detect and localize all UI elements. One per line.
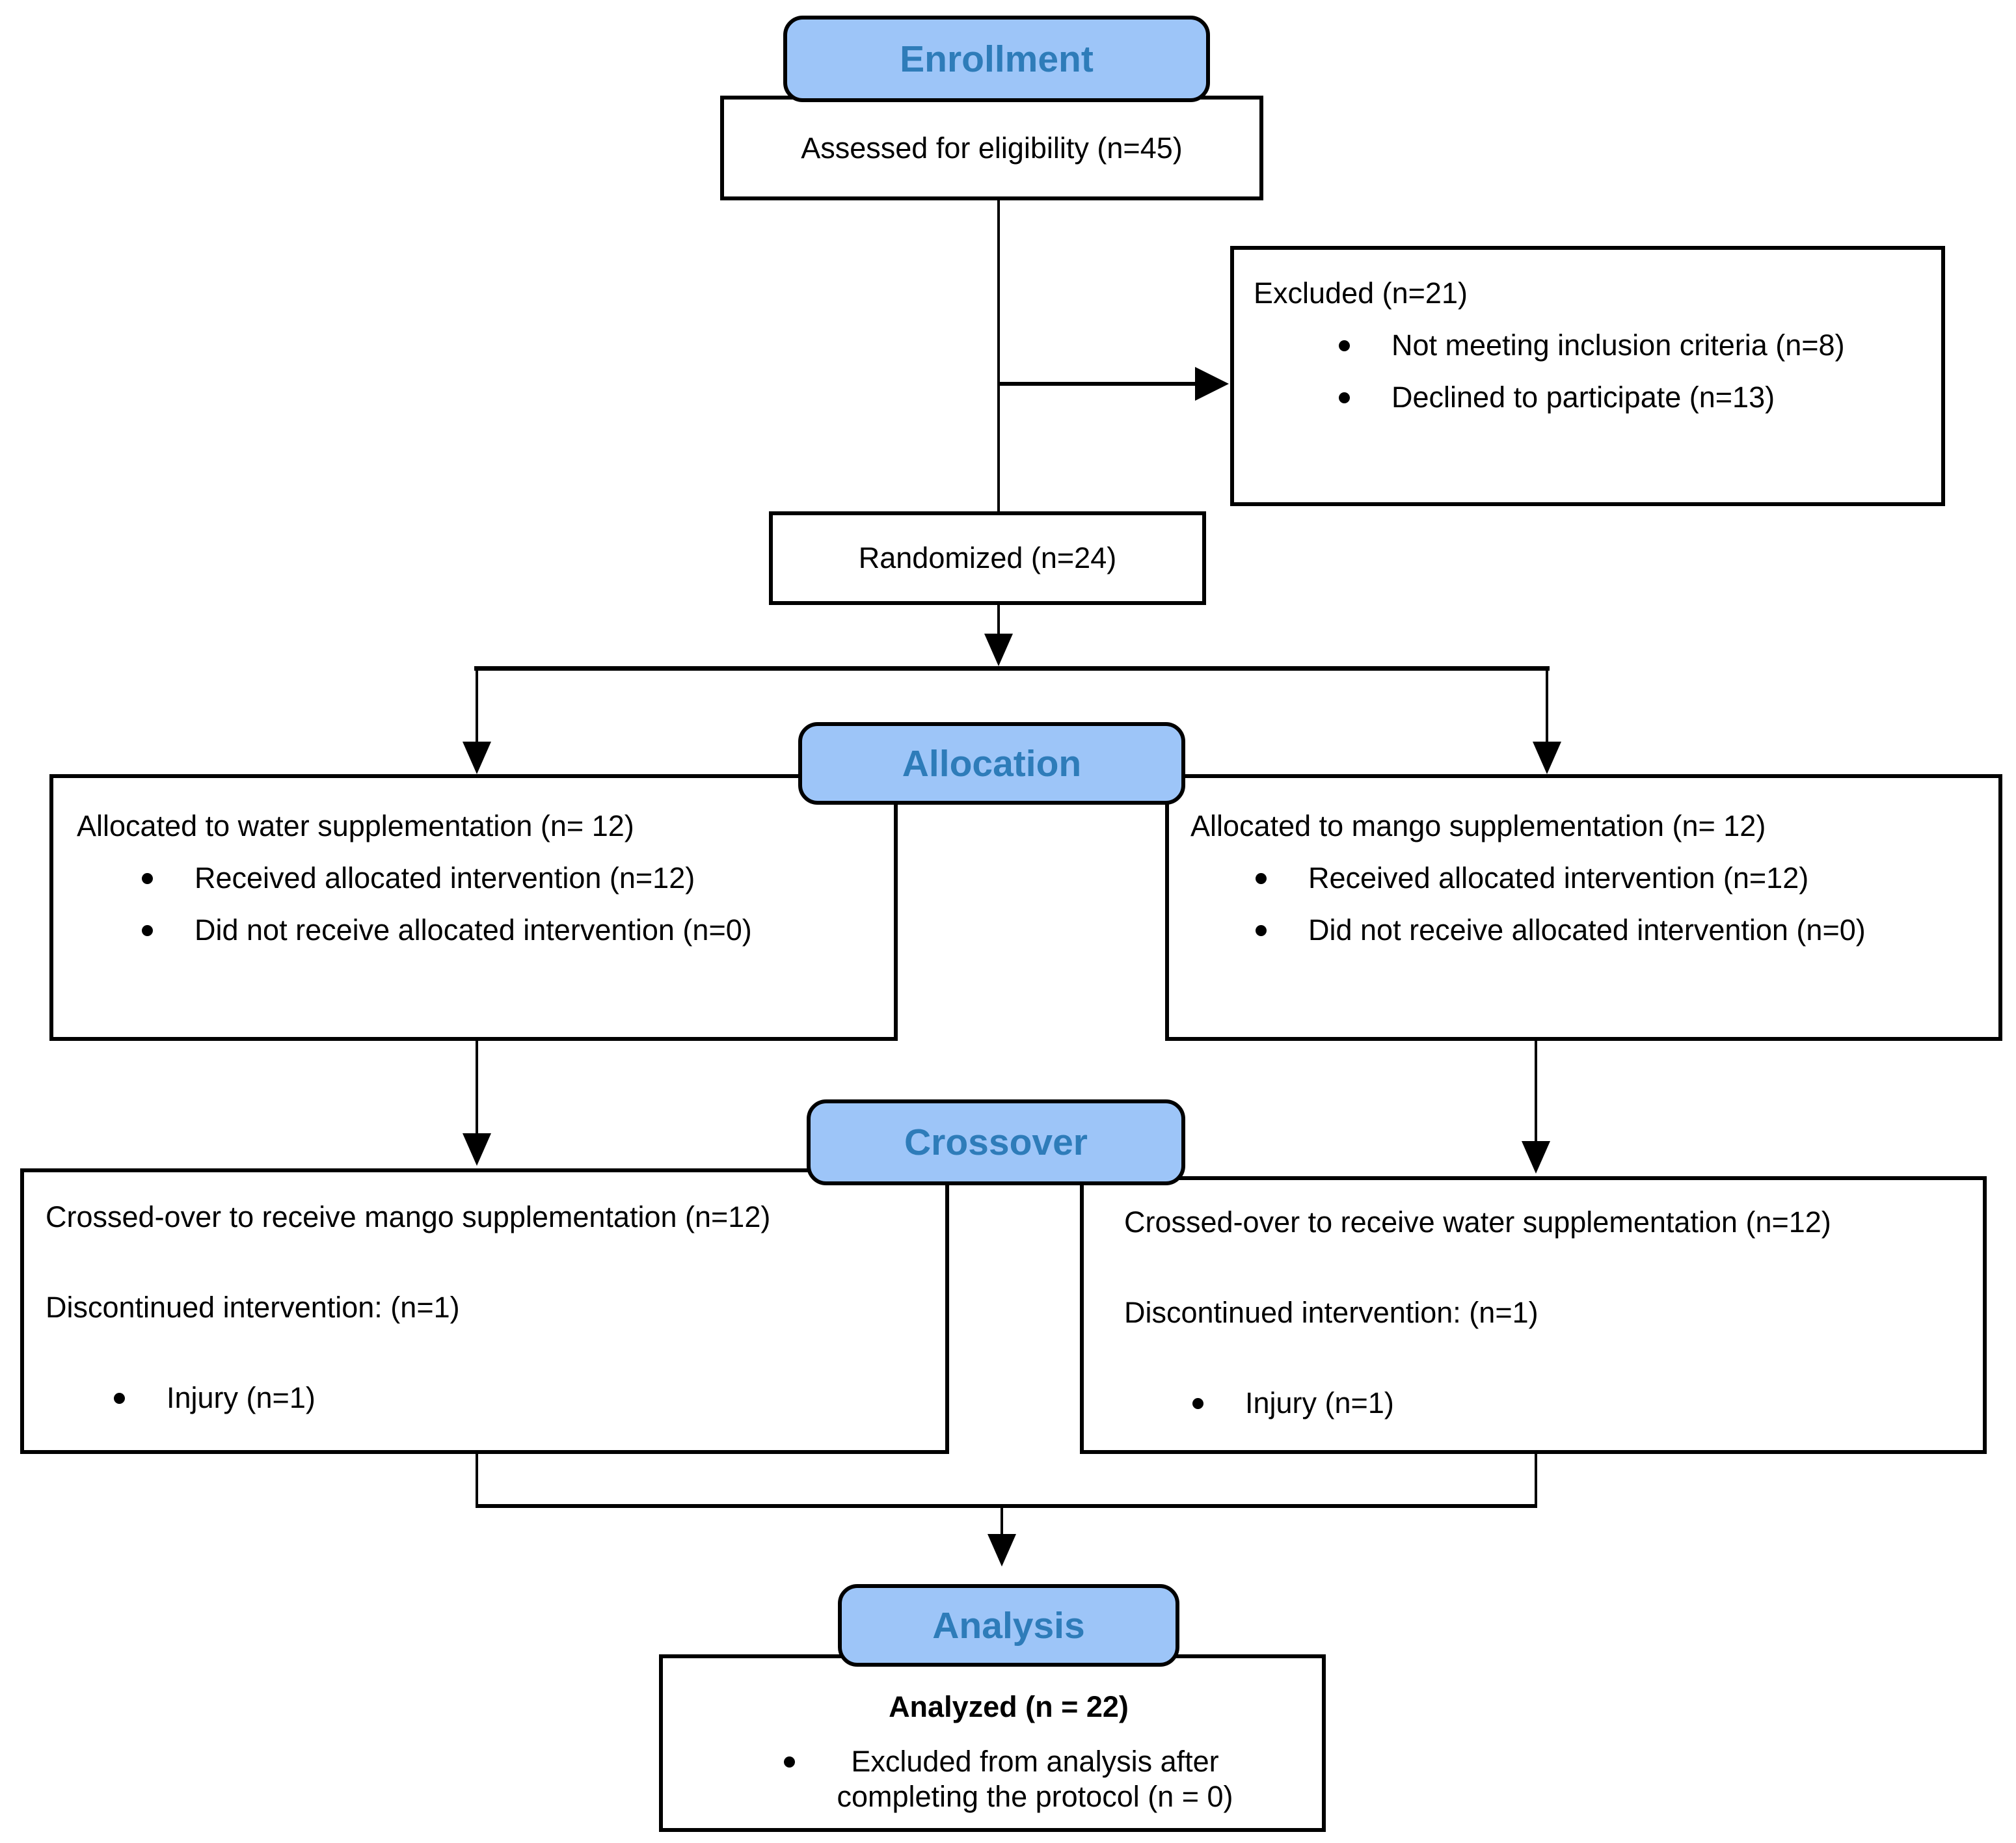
bullet-icon — [142, 924, 153, 936]
bullet-icon — [1339, 340, 1350, 351]
list-item: Declined to participate (n=13) — [1339, 380, 1925, 415]
bullet-icon — [114, 1392, 125, 1404]
box-excluded: Excluded (n=21) Not meeting inclusion cr… — [1230, 246, 1945, 506]
crossover-water-title: Crossed-over to receive water supplement… — [1124, 1205, 1831, 1239]
stage-header-analysis-label: Analysis — [932, 1604, 1085, 1647]
list-item: Not meeting inclusion criteria (n=8) — [1339, 328, 1925, 363]
connector-water-to-crossover — [476, 1041, 478, 1134]
list-item: Received allocated intervention (n=12) — [142, 861, 881, 896]
bullet-icon — [1256, 872, 1267, 884]
crossover-water-bullet-1: Injury (n=1) — [1245, 1386, 1394, 1419]
connector-merge-to-analysis — [1001, 1508, 1003, 1537]
allocated-mango-title: Allocated to mango supplementation (n= 1… — [1190, 809, 1766, 842]
allocated-mango-bullet-2: Did not receive allocated intervention (… — [1308, 913, 1866, 947]
box-analyzed: Analyzed (n = 22) Excluded from analysis… — [659, 1654, 1326, 1832]
bullet-icon — [1339, 392, 1350, 403]
bullet-icon — [1256, 924, 1267, 936]
connector-branch-to-excluded — [999, 382, 1195, 386]
box-assessed-eligibility: Assessed for eligibility (n=45) — [720, 96, 1263, 200]
list-item: Received allocated intervention (n=12) — [1256, 861, 1985, 896]
arrowhead-analysis-icon — [988, 1534, 1016, 1567]
connector-crossover-left-to-merge — [476, 1454, 478, 1508]
crossover-mango-title: Crossed-over to receive mango supplement… — [46, 1200, 771, 1233]
box-crossover-water: Crossed-over to receive water supplement… — [1080, 1176, 1987, 1454]
connector-fork-to-mango — [1546, 671, 1548, 742]
arrowhead-excluded-icon — [1195, 367, 1229, 401]
arrowhead-crossover-left-icon — [463, 1133, 491, 1166]
arrowhead-fork-icon — [984, 634, 1013, 666]
box-crossover-mango: Crossed-over to receive mango supplement… — [20, 1168, 949, 1454]
arrowhead-water-icon — [463, 742, 491, 774]
stage-header-analysis: Analysis — [838, 1584, 1179, 1667]
connector-randomized-to-fork — [997, 605, 1000, 636]
connector-mango-to-crossover — [1535, 1041, 1537, 1142]
box-allocated-water: Allocated to water supplementation (n= 1… — [49, 774, 898, 1041]
list-item: Excluded from analysis after completing … — [708, 1744, 1309, 1814]
connector-fork-to-water — [476, 671, 478, 742]
randomized-text: Randomized (n=24) — [858, 541, 1117, 574]
list-item: Injury (n=1) — [114, 1380, 932, 1416]
allocated-mango-bullet-1: Received allocated intervention (n=12) — [1308, 861, 1809, 895]
analyzed-bullet-text: Excluded from analysis after completing … — [837, 1744, 1233, 1814]
bullet-icon — [1192, 1397, 1203, 1409]
merge-bar — [476, 1504, 1537, 1508]
bullet-icon — [142, 872, 153, 884]
crossover-water-discontinued: Discontinued intervention: (n=1) — [1124, 1296, 1539, 1329]
arrowhead-crossover-right-icon — [1522, 1141, 1550, 1174]
analyzed-bullet-line-1: Excluded from analysis after — [851, 1745, 1219, 1778]
stage-header-enrollment: Enrollment — [783, 16, 1210, 102]
allocated-water-bullet-1: Received allocated intervention (n=12) — [195, 861, 695, 895]
stage-header-allocation: Allocation — [798, 722, 1185, 805]
box-allocated-mango: Allocated to mango supplementation (n= 1… — [1165, 774, 2002, 1041]
arrowhead-mango-icon — [1533, 742, 1561, 774]
analyzed-title: Analyzed (n = 22) — [889, 1690, 1129, 1723]
excluded-title: Excluded (n=21) — [1254, 276, 1468, 310]
assessed-text: Assessed for eligibility (n=45) — [801, 131, 1183, 165]
stage-header-allocation-label: Allocation — [902, 742, 1082, 785]
allocated-water-bullet-2: Did not receive allocated intervention (… — [195, 913, 752, 947]
crossover-mango-bullet-1: Injury (n=1) — [167, 1381, 316, 1414]
bullet-icon — [784, 1756, 796, 1768]
fork-bar — [474, 666, 1550, 671]
analyzed-bullet-line-2: completing the protocol (n = 0) — [837, 1780, 1233, 1813]
stage-header-crossover: Crossover — [807, 1099, 1185, 1185]
connector-assessed-to-randomized — [997, 200, 1000, 511]
excluded-bullet-1: Not meeting inclusion criteria (n=8) — [1391, 329, 1845, 362]
list-item: Injury (n=1) — [1192, 1386, 1970, 1421]
stage-header-crossover-label: Crossover — [904, 1122, 1088, 1163]
crossover-mango-discontinued: Discontinued intervention: (n=1) — [46, 1291, 460, 1324]
list-item: Did not receive allocated intervention (… — [142, 913, 881, 948]
connector-crossover-right-to-merge — [1535, 1454, 1537, 1508]
box-randomized: Randomized (n=24) — [769, 511, 1206, 605]
list-item: Did not receive allocated intervention (… — [1256, 913, 1985, 948]
allocated-water-title: Allocated to water supplementation (n= 1… — [77, 809, 634, 842]
excluded-bullet-2: Declined to participate (n=13) — [1391, 381, 1775, 414]
stage-header-enrollment-label: Enrollment — [900, 38, 1094, 80]
